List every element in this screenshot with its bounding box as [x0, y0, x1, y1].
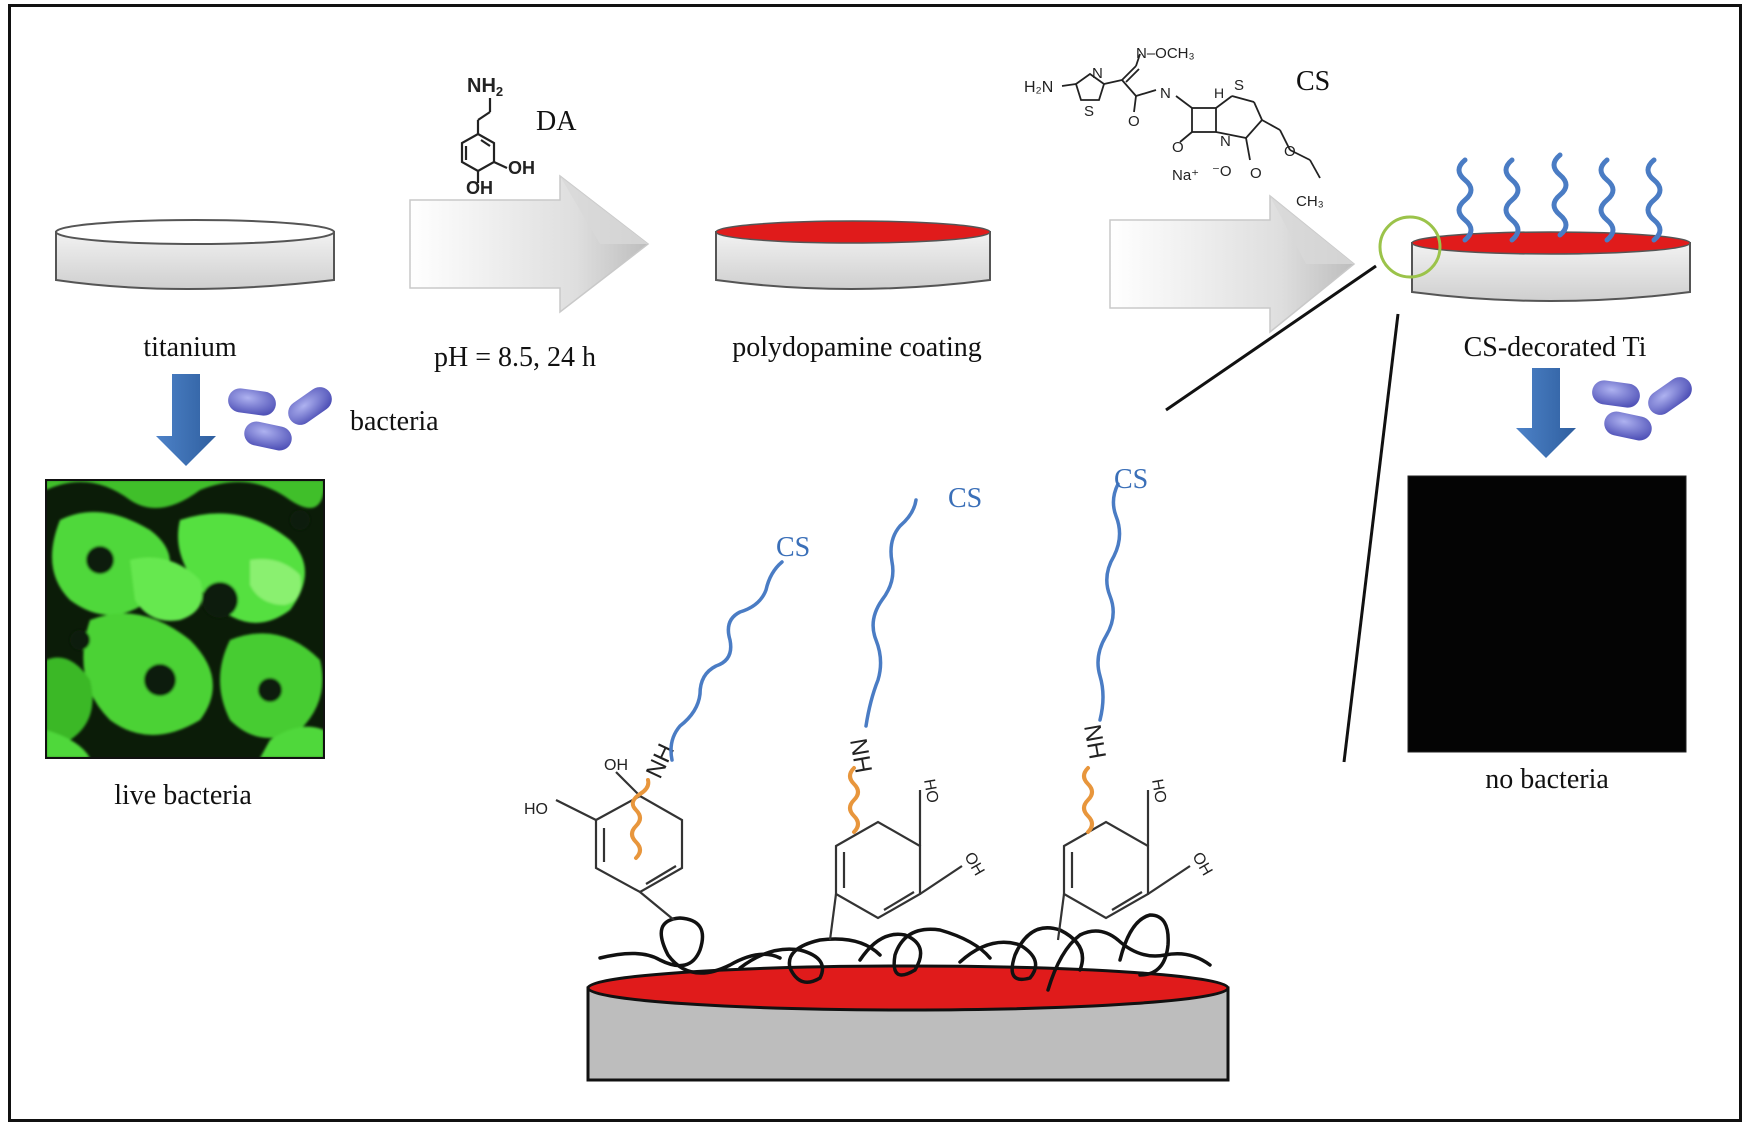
cs-h: H [1214, 85, 1224, 101]
catechol-oh-1: OH [604, 757, 628, 774]
condition-label: pH = 8.5, 24 h [434, 342, 596, 373]
zoom-line-right [1342, 313, 1400, 763]
cs-chain-label-2: CS [948, 483, 982, 514]
polydopamine-disc [715, 220, 991, 290]
nh-label-1: NH [641, 740, 680, 783]
catechol-ho-1: HO [524, 801, 548, 818]
catechol-units [555, 771, 1191, 941]
no-bacteria-image [1407, 475, 1687, 753]
cs-och3: N–OCH₃ [1136, 45, 1195, 62]
cs-decorated-disc [1411, 231, 1691, 302]
titanium-label: titanium [143, 332, 237, 363]
cs-o-2: O [1172, 139, 1184, 156]
down-arrow-right [1516, 368, 1576, 458]
dopamine-oh-1: OH [508, 158, 535, 178]
nh-label-2: NH [844, 736, 877, 775]
bacteria-icon-right [1592, 377, 1692, 441]
polydopamine-label: polydopamine coating [732, 332, 982, 363]
process-arrow-2 [1109, 194, 1356, 334]
dopamine-structure [460, 98, 508, 183]
catechol-ho-3: HO [1148, 778, 1169, 805]
cs-chain-label-3: CS [1114, 464, 1148, 495]
da-label: DA [536, 106, 577, 137]
cs-ch3: CH₃ [1296, 193, 1324, 210]
dopamine-oh-2: OH [466, 178, 493, 198]
nh-label-3: NH [1078, 722, 1111, 761]
cs-na: Na⁺ [1172, 167, 1199, 184]
live-bacteria-label: live bacteria [114, 780, 252, 811]
live-bacteria-image [45, 479, 325, 759]
catechol-oh-3: OH [1189, 850, 1216, 879]
cs-chain-wavies [1456, 152, 1663, 243]
cs-o-3: O [1250, 165, 1262, 182]
no-bacteria-label: no bacteria [1485, 764, 1609, 795]
cs-structure [1061, 53, 1321, 179]
bacteria-icon-left [228, 387, 332, 451]
polydopamine-coils [598, 913, 1212, 992]
process-arrow-1 [409, 174, 650, 314]
catechol-oh-2: OH [961, 850, 988, 879]
titanium-disc [55, 219, 335, 290]
cs-o-1: O [1128, 113, 1140, 130]
cs-chain-label-1: CS [776, 532, 810, 563]
cs-s: S [1084, 103, 1094, 120]
cs-chains [669, 482, 1122, 762]
cs-n: N [1092, 65, 1103, 82]
cs-decorated-label: CS-decorated Ti [1464, 332, 1647, 363]
cs-n-ring: N [1220, 133, 1231, 150]
linkers [630, 766, 1094, 860]
zoomed-substrate [586, 964, 1230, 1082]
cs-top-label: CS [1296, 66, 1330, 97]
bacteria-label: bacteria [350, 406, 439, 437]
down-arrow-left [156, 374, 216, 466]
zoom-line-left [1165, 264, 1377, 412]
dopamine-nh2: NH2 [467, 75, 503, 99]
cs-o-4: O [1284, 143, 1296, 160]
zoom-circle [1378, 215, 1442, 279]
cs-coo: ⁻O [1212, 163, 1232, 180]
cs-nh: N [1160, 85, 1171, 102]
cs-h2n: H₂N [1024, 79, 1053, 96]
cs-s-ring: S [1234, 77, 1244, 94]
catechol-ho-2: HO [920, 778, 941, 805]
